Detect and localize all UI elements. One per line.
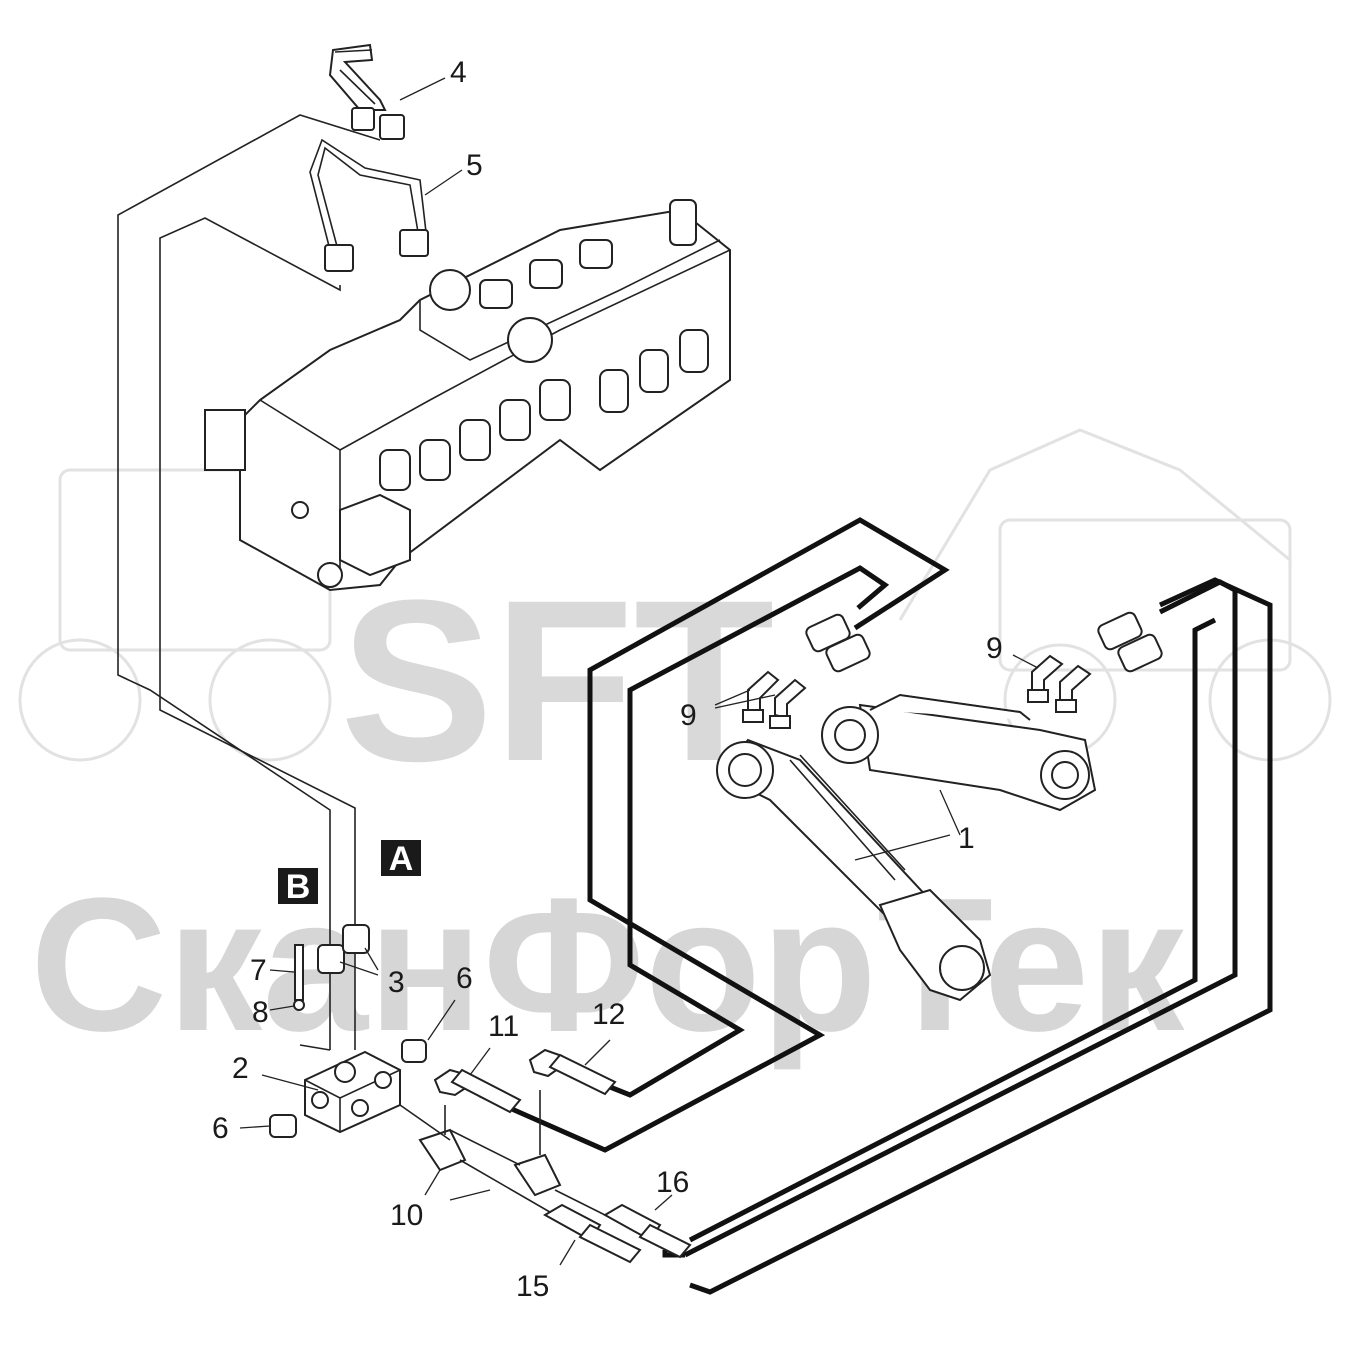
valve-connector [204, 409, 246, 471]
section-label-b: B [278, 868, 318, 906]
callout-3: 3 [388, 966, 405, 999]
hydraulic-cylinder-upper [821, 693, 1097, 812]
hose-fittings-upper [805, 611, 1163, 673]
tee-fitting-10a [418, 1128, 467, 1196]
section-label-a: A [381, 840, 421, 878]
leader-1-upper [939, 789, 961, 836]
elbow-fittings-9-right [1012, 654, 1092, 713]
elbow-fittings-9-left [714, 670, 807, 729]
hydraulic-cylinder-lower [716, 738, 992, 1002]
callout-4: 4 [450, 56, 467, 89]
callout-12: 12 [592, 998, 625, 1031]
plug-6-left [239, 1114, 297, 1138]
section-label-b-text: B [286, 868, 311, 906]
callout-8: 8 [252, 996, 269, 1029]
watermark-brand: SFT [340, 552, 774, 809]
callout-6-left: 6 [212, 1112, 229, 1145]
callout-7: 7 [250, 954, 267, 987]
hose-16 [602, 1194, 692, 1259]
hose-11 [433, 1047, 522, 1114]
hose-loops [478, 517, 1273, 1295]
callout-2: 2 [232, 1052, 249, 1085]
section-label-a-text: A [389, 840, 414, 878]
callout-16: 16 [656, 1166, 689, 1199]
hose-15 [542, 1203, 642, 1266]
pipe-4 [328, 43, 446, 140]
leader-1-lower [854, 834, 951, 861]
watermark-tractor-outline [18, 428, 1332, 762]
callout-11: 11 [488, 1010, 519, 1043]
adapter-3 [317, 924, 379, 976]
callout-6-right: 6 [456, 962, 473, 995]
plug-6-right [401, 999, 456, 1063]
hose-12 [528, 1039, 617, 1096]
callout-1: 1 [958, 822, 975, 855]
watermark-company: СканФорТек [30, 859, 1185, 1071]
tee-fitting-10b [449, 1153, 562, 1201]
control-valve-assembly [204, 199, 731, 592]
pipe-5 [309, 138, 463, 272]
valve-spools [379, 199, 709, 491]
pipe-routes [117, 114, 381, 1051]
callout-9-left: 9 [680, 699, 697, 732]
bolt-7 [269, 944, 305, 1011]
callout-10: 10 [390, 1199, 423, 1232]
callout-15: 15 [516, 1270, 549, 1303]
callout-9-right: 9 [986, 632, 1003, 665]
callout-5: 5 [466, 149, 483, 182]
